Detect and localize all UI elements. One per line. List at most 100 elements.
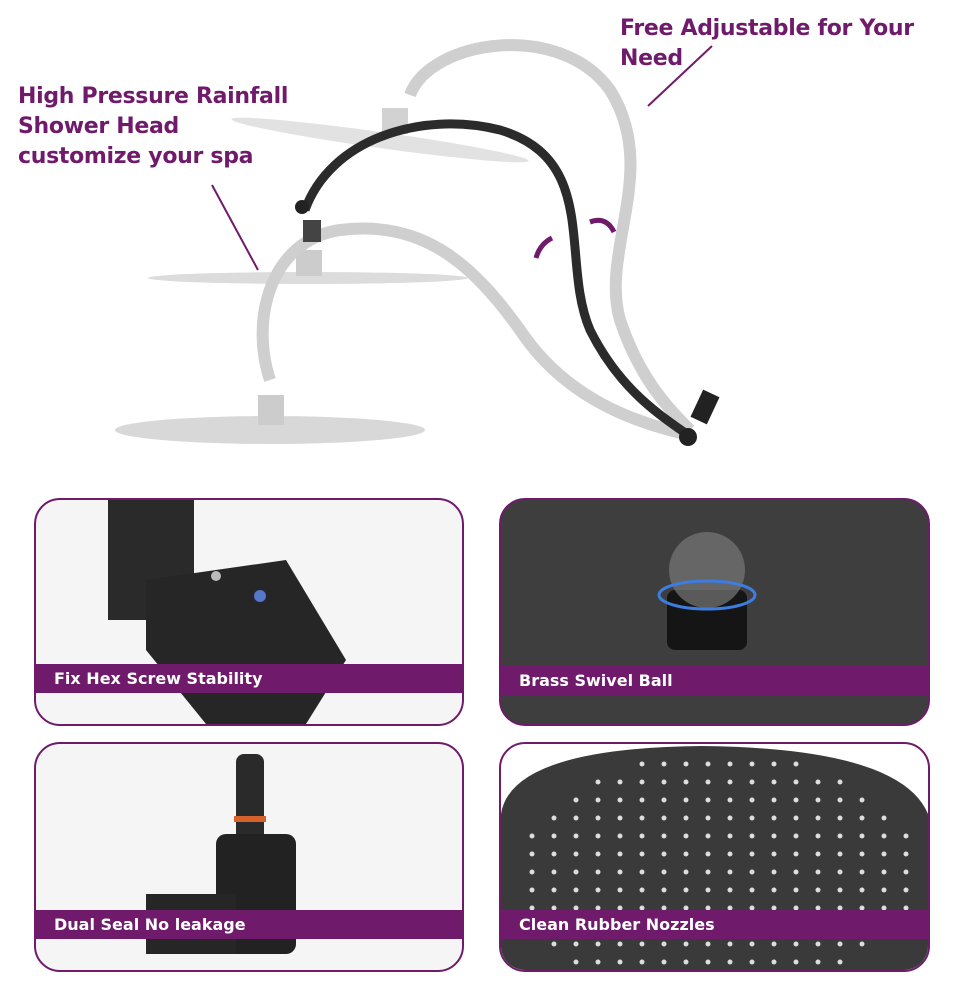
nozzle <box>859 905 865 911</box>
nozzle <box>837 815 843 821</box>
nozzle <box>617 815 623 821</box>
nozzle <box>749 797 755 803</box>
nozzle <box>749 941 755 947</box>
nozzle <box>639 959 645 965</box>
nozzle <box>815 959 821 965</box>
nozzle <box>529 869 535 875</box>
nozzle <box>661 869 667 875</box>
nozzle <box>661 815 667 821</box>
nozzle <box>837 851 843 857</box>
nozzle <box>771 869 777 875</box>
nozzle <box>903 905 909 911</box>
nozzle <box>837 959 843 965</box>
headline-line: Shower Head <box>18 114 180 139</box>
nozzle <box>617 887 623 893</box>
nozzle <box>815 887 821 893</box>
nozzle <box>859 887 865 893</box>
nozzle <box>859 833 865 839</box>
nozzle <box>903 833 909 839</box>
feature-label: Brass Swivel Ball <box>501 666 928 695</box>
nozzle <box>573 959 579 965</box>
nozzle <box>771 761 777 767</box>
nozzle <box>793 815 799 821</box>
nozzle <box>661 959 667 965</box>
nozzle <box>727 941 733 947</box>
nozzle <box>727 761 733 767</box>
nozzle <box>705 815 711 821</box>
nozzle <box>903 851 909 857</box>
nozzle <box>661 905 667 911</box>
nozzle <box>617 851 623 857</box>
nozzle <box>595 905 601 911</box>
nozzle <box>595 887 601 893</box>
nozzle <box>705 905 711 911</box>
nozzle <box>727 833 733 839</box>
nozzle <box>639 851 645 857</box>
nozzle <box>771 797 777 803</box>
nozzle <box>595 959 601 965</box>
nozzle <box>881 887 887 893</box>
nozzle <box>639 941 645 947</box>
nozzle <box>595 815 601 821</box>
nozzle <box>771 887 777 893</box>
nozzle <box>705 761 711 767</box>
nozzle <box>749 833 755 839</box>
nozzle <box>551 905 557 911</box>
swivel-ball-photo <box>657 532 757 650</box>
nozzle <box>573 833 579 839</box>
nozzle <box>661 761 667 767</box>
nozzle <box>771 833 777 839</box>
nozzle <box>705 797 711 803</box>
nozzle <box>683 833 689 839</box>
nozzle <box>771 779 777 785</box>
nozzle <box>705 833 711 839</box>
nozzle <box>749 851 755 857</box>
shower-arm-illustration <box>115 39 720 446</box>
headline-line: customize your spa <box>18 144 254 169</box>
nozzle <box>771 959 777 965</box>
nozzle <box>573 851 579 857</box>
nozzle <box>793 851 799 857</box>
nozzle <box>749 761 755 767</box>
nozzle <box>749 959 755 965</box>
nozzle <box>705 851 711 857</box>
nozzle <box>815 905 821 911</box>
nozzle <box>749 815 755 821</box>
nozzle <box>705 959 711 965</box>
nozzle <box>661 851 667 857</box>
nozzle <box>837 833 843 839</box>
nozzle <box>529 887 535 893</box>
nozzle <box>793 779 799 785</box>
nozzle <box>595 797 601 803</box>
headline-line: High Pressure Rainfall <box>18 84 289 109</box>
nozzle <box>617 941 623 947</box>
nozzle <box>815 779 821 785</box>
nozzle <box>903 887 909 893</box>
nozzle <box>639 761 645 767</box>
nozzle <box>683 887 689 893</box>
nozzle <box>837 869 843 875</box>
nozzle <box>771 815 777 821</box>
nozzle <box>881 869 887 875</box>
nozzle <box>617 779 623 785</box>
nozzle <box>661 833 667 839</box>
nozzle <box>771 851 777 857</box>
nozzle <box>727 869 733 875</box>
nozzle <box>727 815 733 821</box>
nozzle <box>551 941 557 947</box>
nozzle <box>837 941 843 947</box>
nozzle <box>639 779 645 785</box>
nozzle <box>683 905 689 911</box>
nozzle <box>683 851 689 857</box>
nozzle <box>639 833 645 839</box>
nozzle <box>815 797 821 803</box>
nozzle <box>881 905 887 911</box>
nozzle <box>793 797 799 803</box>
nozzle <box>837 779 843 785</box>
nozzle <box>903 869 909 875</box>
nozzle <box>749 869 755 875</box>
nozzle <box>683 941 689 947</box>
nozzle <box>639 905 645 911</box>
nozzle <box>859 941 865 947</box>
